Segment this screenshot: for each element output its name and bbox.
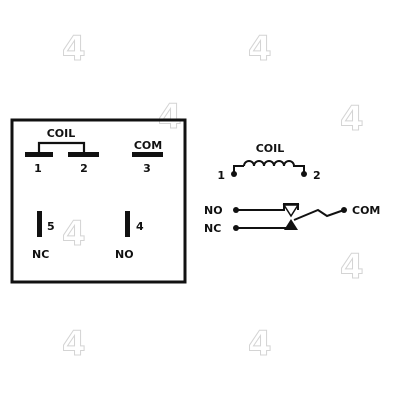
watermark-logo: 4 xyxy=(340,247,364,287)
relay-body-outline xyxy=(10,118,187,284)
pin-2-blade xyxy=(68,152,99,157)
watermark-logo: 4 xyxy=(158,97,182,137)
relay-pinout: COIL 1 2 COM 3 5 NC 4 NO xyxy=(10,118,187,284)
pin-5-blade xyxy=(37,211,42,237)
pin-3-label: 3 xyxy=(143,162,151,175)
schematic-no-label: NO xyxy=(204,204,223,217)
coil-pin-2-label: 2 xyxy=(313,169,321,182)
schematic-com-label: COM xyxy=(352,204,380,217)
watermark-logo: 4 xyxy=(62,324,86,364)
pin-3-blade xyxy=(132,152,163,157)
watermark-logo: 4 xyxy=(248,324,272,364)
pin-4-label: 4 xyxy=(136,220,144,233)
coil-bracket xyxy=(37,141,86,152)
com-armature xyxy=(293,208,345,221)
pin-1-blade xyxy=(25,152,53,157)
watermark-group: 4 4 4 4 4 4 4 4 xyxy=(62,29,365,365)
relay-schematic: COIL 1 2 NO NC COM xyxy=(204,142,380,235)
watermark-logo: 4 xyxy=(340,99,364,139)
coil-winding xyxy=(233,160,305,174)
coil-terminal-1 xyxy=(231,171,237,177)
pin-2-label: 2 xyxy=(80,162,88,175)
no-contact-point xyxy=(282,204,300,218)
pinout-coil-label: COIL xyxy=(47,127,76,140)
pin-4-blade xyxy=(125,211,130,237)
pin-1-label: 1 xyxy=(34,162,42,175)
pin-5-label: 5 xyxy=(47,220,55,233)
nc-contact-point xyxy=(284,219,298,230)
schematic-coil-label: COIL xyxy=(256,142,285,155)
pinout-no-label: NO xyxy=(115,248,134,261)
watermark-logo: 4 xyxy=(62,29,86,69)
coil-pin-1-label: 1 xyxy=(217,169,225,182)
coil-terminal-2 xyxy=(301,171,307,177)
watermark-logo: 4 xyxy=(62,214,86,254)
schematic-nc-label: NC xyxy=(204,222,221,235)
watermark-logo: 4 xyxy=(248,29,272,69)
com-terminal xyxy=(341,207,347,213)
pinout-nc-label: NC xyxy=(32,248,49,261)
pinout-com-label: COM xyxy=(134,139,162,152)
